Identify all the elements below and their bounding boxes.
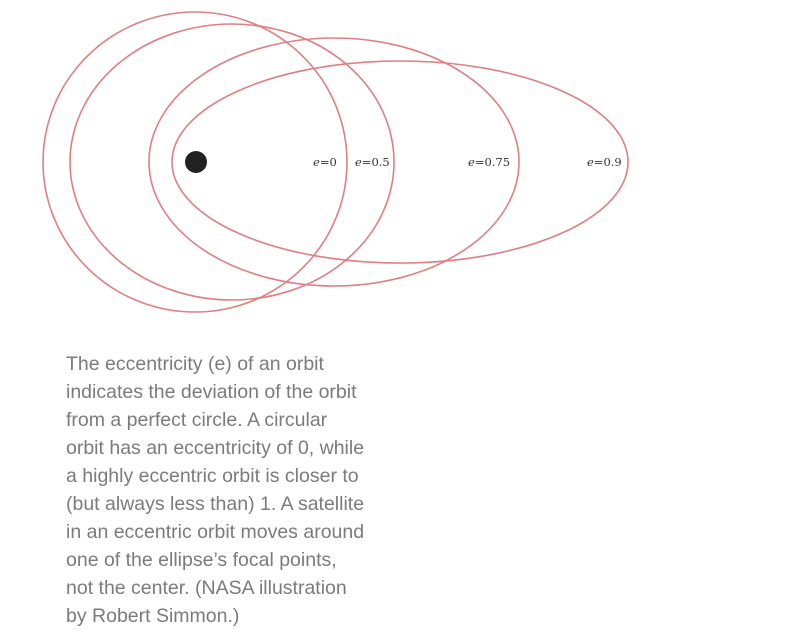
orbit-eccentricity-diagram: e=0 e=0.5 e=0.75 e=0.9: [42, 11, 629, 313]
orbit-label-e-0.75: e=0.75: [468, 155, 510, 169]
figure-caption: The eccentricity (e) of an orbit indicat…: [66, 352, 365, 627]
orbit-label-e-0.9: e=0.9: [587, 155, 622, 169]
orbit-e-0.9: [171, 60, 629, 264]
orbit-e-0.5: [69, 23, 395, 301]
orbit-e-0: [42, 11, 348, 313]
orbit-label-e-0: e=0: [313, 155, 337, 169]
focus-body: [185, 151, 207, 173]
orbit-label-e-0.5: e=0.5: [355, 155, 390, 169]
orbit-e-0.75: [148, 37, 520, 287]
